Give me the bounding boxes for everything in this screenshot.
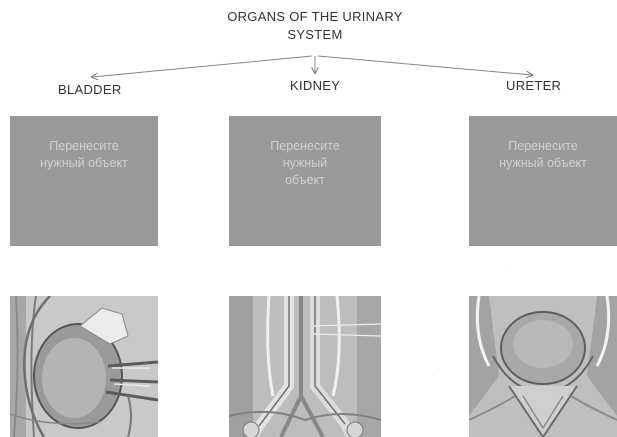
drop-zone-text: нужный [229,155,381,172]
arrow-to-bladder [92,56,312,77]
drop-zone-text: объект [229,172,381,189]
draggable-image-kidney[interactable] [10,296,158,437]
category-kidney: KIDNEY [290,78,340,93]
draggable-image-bladder[interactable] [469,296,617,437]
drop-zone-kidney[interactable]: Перенесите нужный объект [229,116,381,246]
speck: · [508,263,510,270]
drop-zone-text: Перенесите [10,138,158,155]
drop-zone-text: Перенесите [229,138,381,155]
drop-zone-bladder[interactable]: Перенесите нужный объект [10,116,158,246]
drop-zone-text: нужный объект [10,155,158,172]
category-ureter: URETER [506,78,561,93]
drop-zone-text: Перенесите [469,138,617,155]
arrow-to-ureter [318,56,532,75]
draggable-image-ureter[interactable] [229,296,381,437]
drop-zone-text: нужный объект [469,155,617,172]
speck: · [432,372,434,379]
drop-zone-ureter[interactable]: Перенесите нужный объект [469,116,617,246]
category-bladder: BLADDER [58,82,122,97]
